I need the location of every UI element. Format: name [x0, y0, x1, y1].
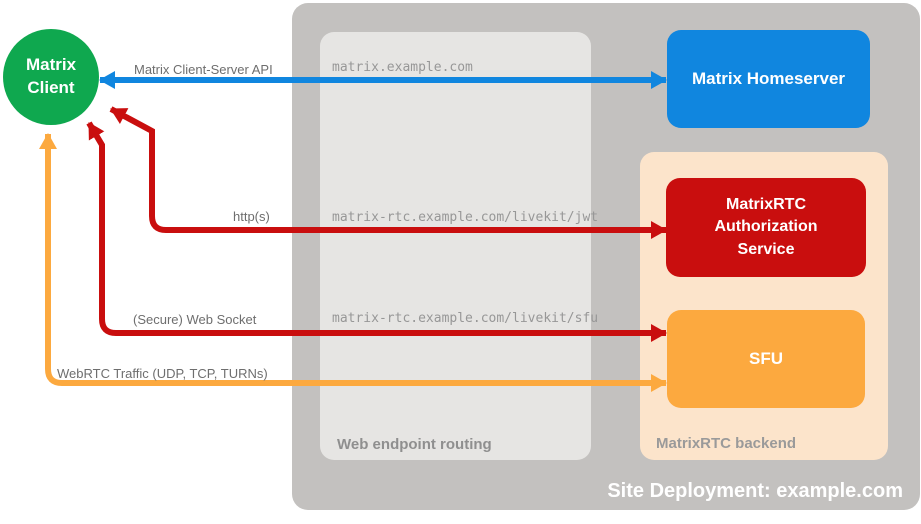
https-arrow-label: http(s) [233, 209, 270, 224]
websocket-arrow-label: (Secure) Web Socket [133, 312, 257, 327]
matrix-homeserver-label: Matrix Homeserver [691, 69, 846, 88]
route-matrix-example: matrix.example.com [332, 60, 473, 75]
matrix-client-node: Matrix Client [3, 29, 99, 125]
site-deployment-title: Site Deployment: example.com [607, 480, 903, 502]
matrix-homeserver-node: Matrix Homeserver [667, 30, 870, 128]
matrixrtc-auth-service-node: MatrixRTC Authorization Service [666, 178, 866, 277]
webrtc-traffic-arrow-label: WebRTC Traffic (UDP, TCP, TURNs) [57, 366, 268, 381]
route-livekit-jwt: matrix-rtc.example.com/livekit/jwt [332, 210, 599, 225]
sfu-label: SFU [749, 349, 783, 368]
sfu-node: SFU [667, 310, 865, 408]
web-endpoint-routing-box [320, 32, 591, 460]
matrix-client-label: Matrix Client [25, 55, 77, 97]
web-endpoint-routing-label: Web endpoint routing [337, 436, 492, 453]
route-livekit-sfu: matrix-rtc.example.com/livekit/sfu [332, 311, 599, 326]
matrixrtc-auth-service-label: MatrixRTC Authorization Service [714, 195, 818, 258]
matrixrtc-backend-label: MatrixRTC backend [656, 435, 797, 452]
client-server-api-arrow-label: Matrix Client-Server API [134, 62, 273, 77]
